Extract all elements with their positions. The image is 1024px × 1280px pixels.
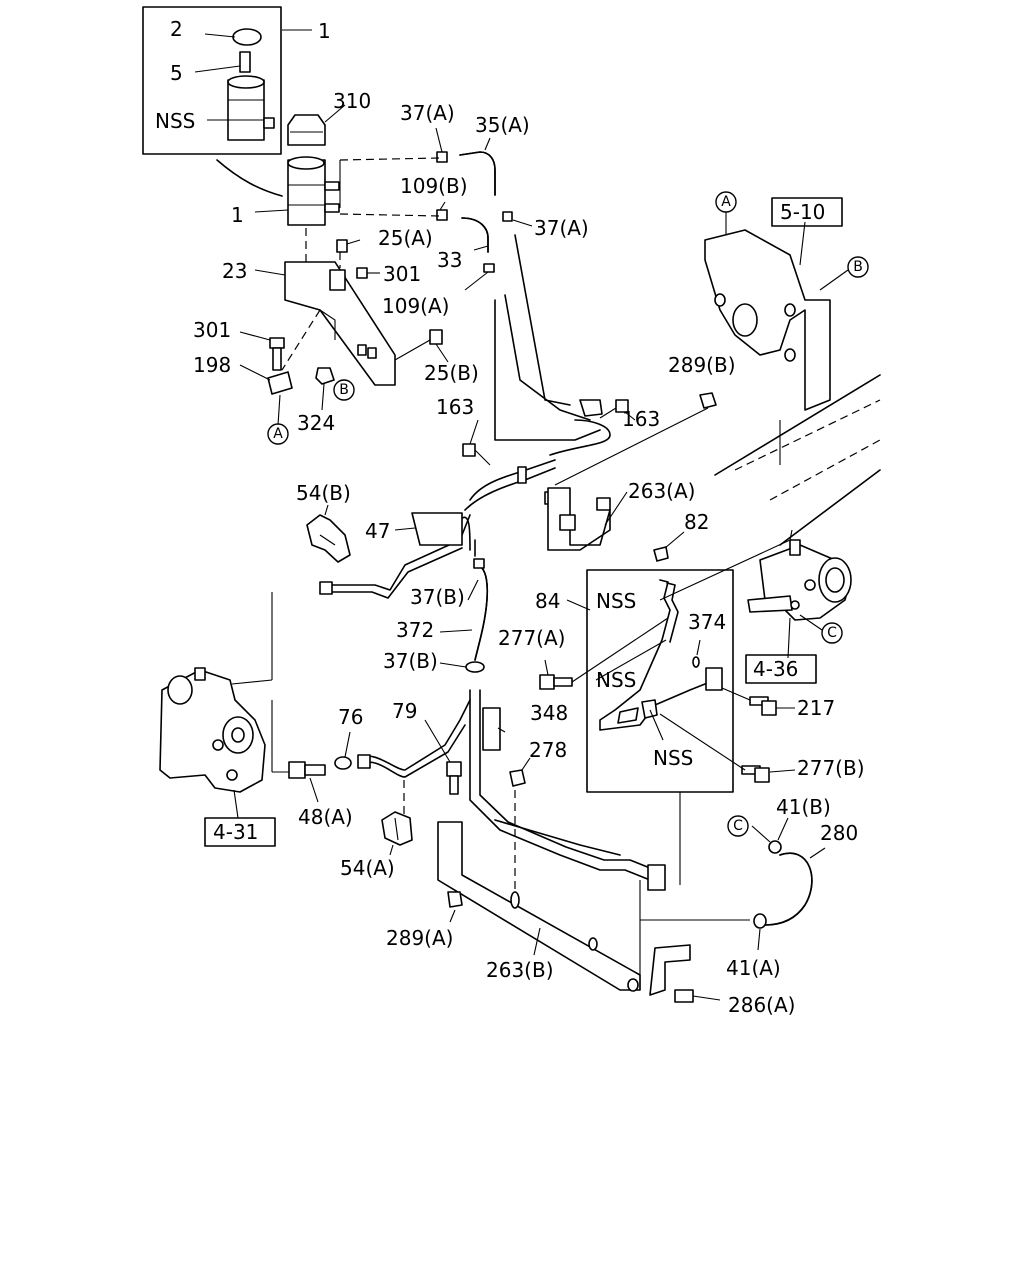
callout-41b: 41(B) bbox=[776, 795, 831, 819]
callout-1-top: 1 bbox=[318, 19, 331, 43]
callout-54b: 54(B) bbox=[296, 481, 351, 505]
callout-37a-1: 37(A) bbox=[400, 101, 455, 125]
callout-163-b: 163 bbox=[622, 407, 660, 431]
callout-289b: 289(B) bbox=[668, 353, 736, 377]
callout-163-a: 163 bbox=[436, 395, 474, 419]
callout-37a-2: 37(A) bbox=[534, 216, 589, 240]
callout-5: 5 bbox=[170, 61, 183, 85]
callout-5-10: 5-10 bbox=[780, 200, 825, 224]
callout-301-a: 301 bbox=[383, 262, 421, 286]
callout-1-mid: 1 bbox=[231, 203, 244, 227]
callout-nss-1: NSS bbox=[596, 589, 636, 613]
callout-37b-2: 37(B) bbox=[383, 649, 438, 673]
callout-35a: 35(A) bbox=[475, 113, 530, 137]
clamp-54A bbox=[381, 811, 413, 846]
callout-277b: 277(B) bbox=[797, 756, 865, 780]
inset-arrow bbox=[216, 159, 283, 197]
callout-263a: 263(A) bbox=[628, 479, 695, 503]
callout-48a: 48(A) bbox=[298, 805, 353, 829]
callout-4-31: 4-31 bbox=[213, 820, 258, 844]
callout-25a: 25(A) bbox=[378, 226, 433, 250]
callout-278: 278 bbox=[529, 738, 567, 762]
callout-277a: 277(A) bbox=[498, 626, 565, 650]
callout-280: 280 bbox=[820, 821, 858, 845]
bracket-23 bbox=[284, 261, 396, 386]
ref-box-5-10 bbox=[771, 197, 843, 227]
steering-gear bbox=[159, 667, 266, 793]
callout-109b: 109(B) bbox=[400, 174, 468, 198]
clamp-54B bbox=[306, 514, 351, 563]
callout-79: 79 bbox=[392, 699, 417, 723]
marker-c-pump bbox=[821, 622, 843, 644]
reservoir-1 bbox=[287, 156, 340, 226]
callout-324: 324 bbox=[297, 411, 335, 435]
steering-pump bbox=[747, 539, 852, 621]
reservoir-inset bbox=[142, 6, 312, 155]
ref-box-4-31 bbox=[204, 817, 276, 847]
hose-inset-84 bbox=[586, 569, 734, 793]
callout-47: 47 bbox=[365, 519, 390, 543]
marker-c-pump-label: C bbox=[827, 625, 837, 641]
callout-nss-3: NSS bbox=[653, 746, 693, 770]
marker-b-right bbox=[847, 256, 869, 278]
callout-198: 198 bbox=[193, 353, 231, 377]
marker-b-right-label: B bbox=[853, 259, 863, 275]
marker-c-hose bbox=[727, 815, 749, 837]
callout-76: 76 bbox=[338, 705, 363, 729]
callout-54a: 54(A) bbox=[340, 856, 395, 880]
callout-348: 348 bbox=[530, 701, 568, 725]
callout-301-b: 301 bbox=[193, 318, 231, 342]
callout-25b: 25(B) bbox=[424, 361, 479, 385]
marker-a-bottom bbox=[267, 423, 289, 445]
bracket-263A bbox=[547, 487, 611, 551]
callout-2: 2 bbox=[170, 17, 183, 41]
callout-289a: 289(A) bbox=[386, 926, 453, 950]
callout-374: 374 bbox=[688, 610, 726, 634]
callout-41a: 41(A) bbox=[726, 956, 781, 980]
callout-33: 33 bbox=[437, 248, 462, 272]
callout-286a: 286(A) bbox=[728, 993, 795, 1017]
cap-310 bbox=[287, 104, 346, 146]
callout-84: 84 bbox=[535, 589, 560, 613]
marker-c-hose-label: C bbox=[733, 818, 743, 834]
callout-nss-2: NSS bbox=[596, 668, 636, 692]
callout-310: 310 bbox=[333, 89, 371, 113]
marker-b-left-label: B bbox=[339, 382, 349, 398]
callout-263b: 263(B) bbox=[486, 958, 554, 982]
callout-109a: 109(A) bbox=[382, 294, 449, 318]
callout-nss-reservoir: NSS bbox=[155, 109, 195, 133]
bracket-263B bbox=[437, 821, 691, 996]
pump-mount-bracket bbox=[704, 221, 831, 465]
ref-box-4-36 bbox=[745, 654, 817, 684]
marker-a-right-label: A bbox=[721, 194, 731, 210]
marker-a-bottom-label: A bbox=[273, 426, 283, 442]
callout-217: 217 bbox=[797, 696, 835, 720]
marker-b-left bbox=[333, 379, 355, 401]
callout-37b-1: 37(B) bbox=[410, 585, 465, 609]
callout-23: 23 bbox=[222, 259, 247, 283]
callout-372: 372 bbox=[396, 618, 434, 642]
callout-82: 82 bbox=[684, 510, 709, 534]
callout-4-36: 4-36 bbox=[753, 657, 798, 681]
